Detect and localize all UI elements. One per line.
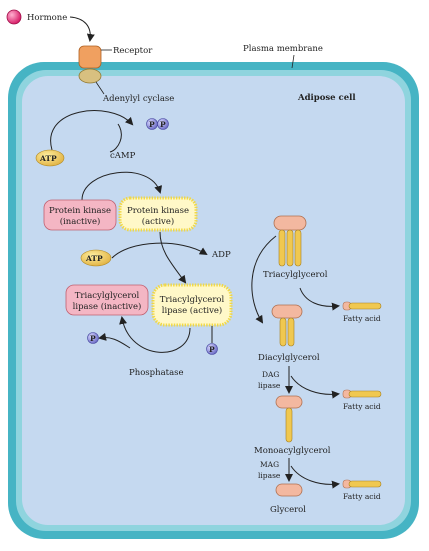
phosphate-label-2: P [160,120,166,129]
fatty-acid-icon [342,301,382,311]
pk-inactive-line2: (inactive) [60,216,101,227]
tg-lipase-active-box [151,283,233,327]
hormone-arrow [69,16,95,42]
phosphate-circle-icon [157,118,169,130]
camp-label: cAMP [110,151,136,161]
receptor-label: Receptor [113,46,153,56]
tl-inactive-line1: Triacylglycerol [75,291,140,301]
fatty-acid-label-2: Fatty acid [343,402,381,411]
lipase-label-2: lipase [258,471,281,480]
plasma-membrane-label: Plasma membrane [243,44,323,54]
phosphate-circle-icon [87,332,99,344]
kinase-to-lipase-arrow [159,231,187,284]
atp-to-pp-arrow [50,110,134,151]
adenylyl-cyclase-icon [78,68,102,84]
dag-label: DAG [262,370,279,379]
phosphate-label-1: P [149,120,155,129]
phosphate-label-3: P [209,345,215,354]
mag-label: MAG [260,460,279,469]
phosphatase-label: Phosphatase [129,368,184,378]
camp-activation-arrow [81,171,163,201]
phosphate-label-4: P [90,334,96,343]
adp-label: ADP [211,250,231,260]
atp-mid-icon [80,249,112,267]
atp-mid-label: ATP [85,254,103,263]
diacylglycerol-icon [271,304,303,347]
tl-inactive-line2: lipase (inactive) [73,301,142,312]
triacylglycerol-label: Triacylglycerol [263,270,328,280]
atp-top-label: ATP [39,154,57,163]
fatty-acid-release-1 [299,287,340,311]
fatty-acid-label-3: Fatty acid [343,492,381,501]
fatty-acid-icon [342,479,382,489]
pk-active-line2: (active) [142,216,174,227]
cyclase-leader [95,81,105,95]
membrane-leader [291,54,295,69]
fatty-acid-icon [342,389,382,399]
phosphate-circle-icon [206,343,218,355]
tag-hydrolysis-arrow [251,235,277,324]
protein-kinase-inactive-box [43,199,117,231]
tg-lipase-inactive-box [65,284,149,316]
lipase-label-1: lipase [258,381,281,390]
atp-to-adp-arrow [111,242,208,259]
pk-inactive-line1: Protein kinase [49,206,111,216]
diacylglycerol-label: Diacylglycerol [258,353,320,363]
phosphate-release-arrow [98,332,131,349]
monoacylglycerol-label: Monoacylglycerol [254,446,331,456]
tl-active-line1: Triacylglycerol [160,295,225,305]
monoacylglycerol-icon [275,395,303,443]
phosphatase-arrow [119,316,191,353]
protein-kinase-active-box [118,196,198,232]
glycerol-icon [275,483,303,497]
triacylglycerol-icon [273,215,307,267]
fatty-acid-release-2 [290,375,340,399]
glycerol-label: Glycerol [270,505,306,515]
pk-active-line1: Protein kinase [127,206,189,216]
hormone-label: Hormone [27,13,67,23]
tl-active-line2: lipase (active) [162,305,222,316]
fatty-acid-label-1: Fatty acid [343,314,381,323]
hormone-circle-icon [6,9,22,25]
camp-branch [109,123,122,153]
receptor-icon [78,45,102,69]
fatty-acid-release-3 [290,465,340,489]
atp-top-icon [35,149,65,167]
adenylyl-cyclase-label: Adenylyl cyclase [102,94,174,104]
adipose-cell-label: Adipose cell [297,93,356,103]
